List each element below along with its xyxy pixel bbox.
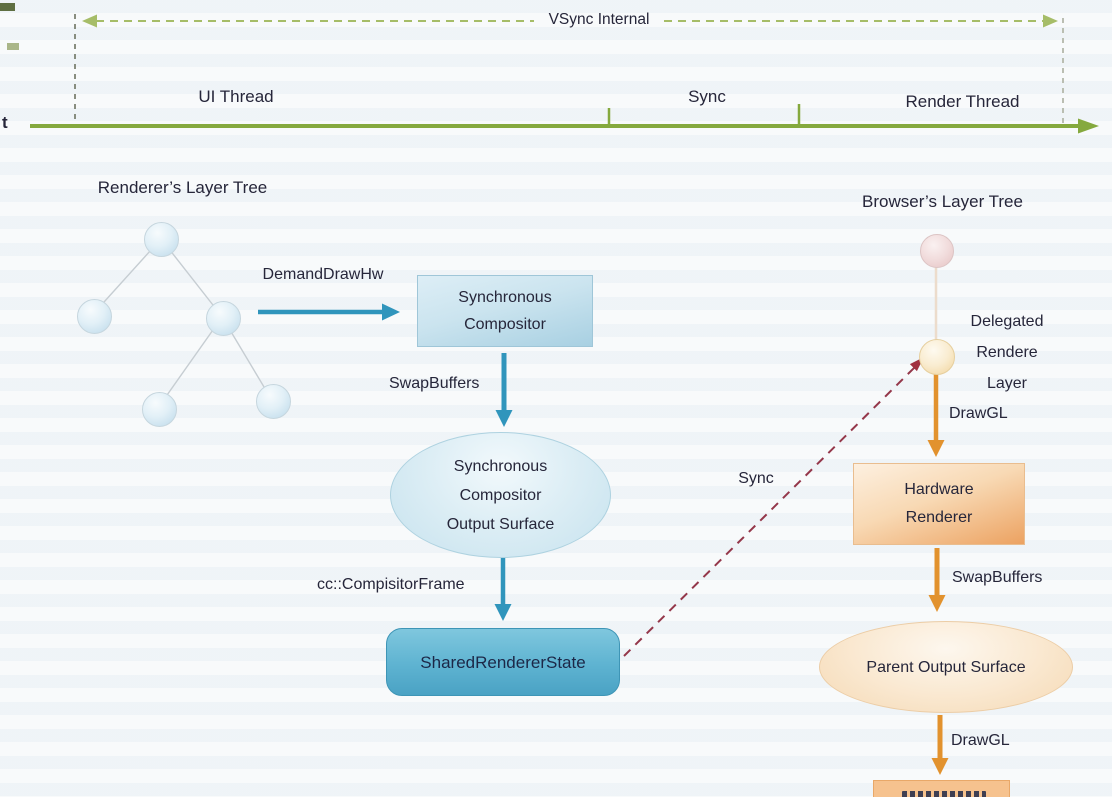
output-surface-line3: Output Surface: [446, 515, 555, 533]
vsync-right-arrowhead-icon: [1043, 14, 1058, 28]
bottom-box-partial-text: [902, 791, 986, 797]
renderer-tree-node: [142, 392, 177, 427]
parent-output-surface-ellipse: Parent Output Surface: [819, 621, 1073, 713]
shared-renderer-state-box: SharedRendererState: [386, 628, 620, 696]
hardware-renderer-line1: Hardware: [904, 481, 974, 498]
output-surface-line2: Compositor: [459, 486, 542, 504]
swap-buffers-label-right: SwapBuffers: [952, 569, 1043, 586]
hardware-renderer-line2: Renderer: [905, 509, 973, 526]
synchronous-compositor-box: Synchronous Compositor: [417, 275, 593, 347]
time-axis-label: t: [2, 113, 8, 132]
synchronous-compositor-line1: Synchronous: [458, 289, 552, 306]
swap-buffers-label-left: SwapBuffers: [389, 375, 480, 392]
synchronous-compositor-line2: Compositor: [464, 316, 546, 333]
output-surface-line1: Synchronous: [453, 457, 548, 475]
vsync-internal-label: VSync Internal: [548, 11, 650, 28]
sync-segment-label: Sync: [688, 87, 726, 106]
time-axis-arrowhead-icon: [1078, 118, 1099, 134]
parent-output-surface-label: Parent Output Surface: [866, 658, 1026, 676]
hardware-renderer-box: Hardware Renderer: [853, 463, 1025, 545]
draw-gl-arrow-bottom: [931, 715, 949, 775]
draw-gl-label-bottom: DrawGL: [951, 732, 1010, 749]
corner-artifact-mark: [0, 3, 15, 11]
time-axis: [30, 104, 1099, 134]
compositor-frame-label: cc::CompisitorFrame: [317, 576, 465, 593]
demand-draw-hw-arrow: [258, 303, 400, 321]
demand-draw-hw-label: DemandDrawHw: [262, 266, 384, 283]
ui-thread-label: UI Thread: [198, 87, 274, 106]
delegated-renderer-layer-label: Delegated Rendere Layer: [956, 306, 1058, 399]
renderer-tree-title: Renderer’s Layer Tree: [97, 178, 268, 197]
corner-artifact-mark: [7, 43, 19, 50]
browser-tree-title: Browser’s Layer Tree: [862, 192, 1023, 211]
render-thread-label: Render Thread: [905, 92, 1020, 111]
browser-tree-node: [920, 234, 954, 268]
renderer-tree-node: [256, 384, 291, 419]
draw-gl-arrow-top: [927, 374, 945, 457]
draw-gl-label-top: DrawGL: [949, 405, 1008, 422]
swap-buffers-arrow-left: [495, 353, 513, 427]
delegated-layer-line1: Delegated: [970, 313, 1044, 330]
browser-tree-node: [919, 339, 955, 375]
renderer-tree-node: [206, 301, 241, 336]
vsync-left-arrowhead-icon: [82, 14, 97, 28]
renderer-tree-node: [144, 222, 179, 257]
sync-link-label: Sync: [738, 470, 774, 487]
renderer-tree-edges: [94, 239, 271, 406]
delegated-layer-line2: Rendere: [976, 344, 1038, 361]
vsync-interval-arrow: [82, 14, 1058, 28]
delegated-layer-line3: Layer: [986, 375, 1028, 392]
swap-buffers-arrow-right: [928, 548, 946, 612]
bottom-clipped-box: [873, 780, 1010, 797]
compositor-frame-arrow: [494, 558, 512, 621]
sync-compositor-output-surface-ellipse: Synchronous Compositor Output Surface: [390, 432, 611, 558]
shared-renderer-state-label: SharedRendererState: [420, 652, 586, 672]
renderer-tree-node: [77, 299, 112, 334]
